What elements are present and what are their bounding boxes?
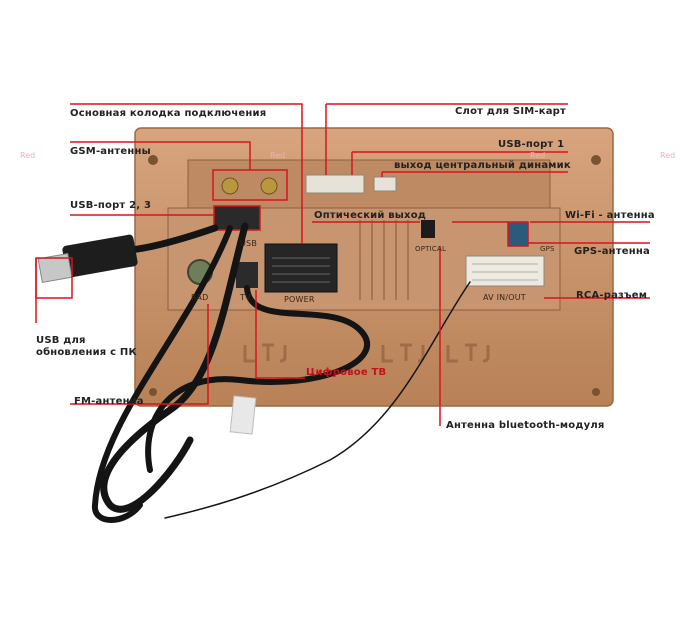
- optical-port: [421, 220, 435, 238]
- usb23-port: [213, 205, 261, 231]
- gsm-connector-1: [221, 177, 239, 195]
- watermark: Red: [270, 151, 286, 160]
- mark-usb: USB: [240, 239, 258, 248]
- mark-gps: GPS: [540, 245, 555, 253]
- mark-optical: OPTICAL: [415, 245, 447, 253]
- label-optical-out: Оптический выход: [314, 210, 427, 221]
- power-connector: [264, 243, 338, 293]
- label-main-connector: Основная колодка подключения: [70, 108, 267, 119]
- label-center-speaker: выход центральный динамик: [394, 160, 571, 171]
- cable-tag: [229, 395, 257, 435]
- label-sim: Слот для SIM-карт: [455, 106, 567, 117]
- mark-tv: TV: [240, 293, 251, 302]
- label-wifi: Wi-Fi - антенна: [565, 210, 655, 221]
- label-usb1: USB-порт 1: [498, 139, 565, 150]
- callout-lines: [35, 103, 650, 426]
- usb-cable: [126, 224, 219, 254]
- mark-radio: RAD: [191, 293, 209, 302]
- watermark: Red: [660, 151, 676, 160]
- usb-plug: [37, 234, 138, 284]
- gsm-connector-2: [260, 177, 278, 195]
- fm-cable: [100, 222, 249, 513]
- label-bt-antenna: Антенна bluetooth-модуля: [446, 420, 605, 431]
- mark-av: AV IN/OUT: [483, 293, 526, 302]
- bt-antenna-wire: [164, 281, 471, 519]
- label-gps: GPS-антенна: [574, 246, 650, 257]
- watermark: Red: [20, 151, 36, 160]
- label-usb23: USB-порт 2, 3: [70, 200, 152, 211]
- label-gsm: GSM-антенны: [70, 146, 151, 157]
- watermark: Red: [530, 151, 546, 160]
- sim-usb-connector: [305, 174, 365, 194]
- wifi-gps-connector: [507, 221, 529, 247]
- tv-port: [236, 262, 258, 288]
- tv-cable: [145, 285, 370, 473]
- mark-power: POWER: [284, 295, 315, 304]
- label-fm: FM-антенна: [74, 396, 144, 407]
- label-digital-tv: Цифровое ТВ: [306, 367, 387, 378]
- label-rca: RCA-разъем: [576, 290, 648, 301]
- av-connector: [465, 255, 545, 287]
- usb-cable-2: [92, 225, 233, 523]
- label-usb-update: USB для обновления с ПК: [36, 335, 137, 358]
